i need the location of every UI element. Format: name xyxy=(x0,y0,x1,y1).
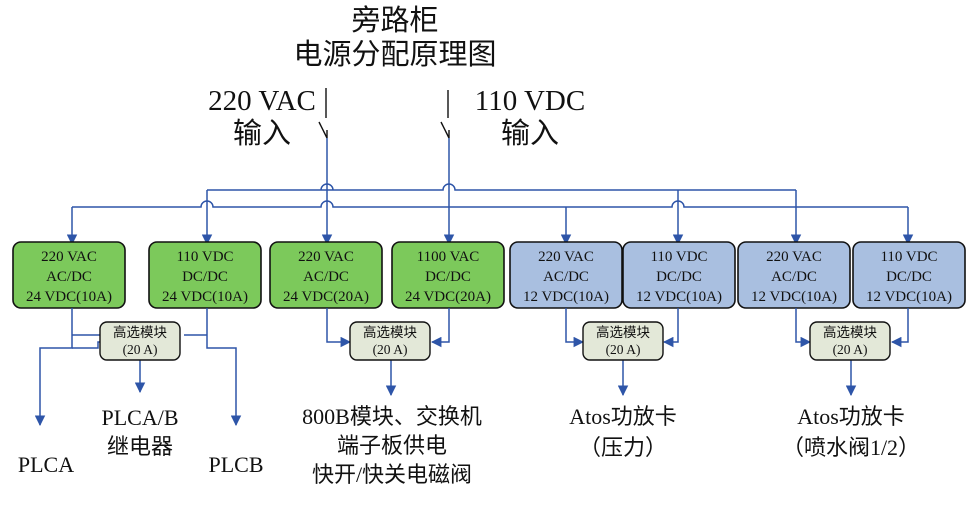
output-plcab-line2: 继电器 xyxy=(107,434,173,459)
converter-module-2: 110 VDC DC/DC 24 VDC(10A) xyxy=(148,241,262,309)
output-group4-line1: Atos功放卡 xyxy=(797,404,905,429)
converter-module-box xyxy=(852,241,966,309)
converter-module-text: DC/DC xyxy=(425,269,471,285)
output-plcab-line1: PLCA/B xyxy=(101,405,178,430)
high-select-box xyxy=(349,321,431,361)
high-select-text: 高选模块 xyxy=(113,324,167,340)
high-select-module-4: 高选模块 (20 A) xyxy=(809,321,891,361)
converter-module-text: 110 VDC xyxy=(176,249,233,265)
high-select-text: 高选模块 xyxy=(596,324,650,340)
output-group2-line3: 快开/快关电磁阀 xyxy=(312,462,472,487)
converter-module-text: 220 VAC xyxy=(538,249,594,265)
output-group2-line1: 800B模块、交换机 xyxy=(302,404,482,429)
output-wires xyxy=(34,308,909,427)
high-select-text: 高选模块 xyxy=(363,324,417,340)
output-group3-line1: Atos功放卡 xyxy=(569,404,677,429)
output-plcb: PLCB xyxy=(208,452,263,477)
converter-module-text: 1100 VAC xyxy=(417,249,480,265)
title-line-1: 旁路柜 xyxy=(351,4,438,37)
high-select-module-3: 高选模块 (20 A) xyxy=(582,321,664,361)
input-110vdc-voltage: 110 VDC xyxy=(475,85,585,117)
input-220vac-label: 输入 xyxy=(233,117,291,150)
title-line-2: 电源分配原理图 xyxy=(293,38,496,71)
converter-module-text: 24 VDC(20A) xyxy=(405,289,491,305)
converter-module-text: AC/DC xyxy=(771,269,817,285)
converter-module-box xyxy=(148,241,262,309)
converter-module-text: DC/DC xyxy=(182,269,228,285)
converter-module-text: AC/DC xyxy=(543,269,589,285)
converter-module-text: 24 VDC(10A) xyxy=(26,289,112,305)
input-220vac-voltage: 220 VAC xyxy=(208,85,316,117)
converter-module-text: 12 VDC(10A) xyxy=(523,289,609,305)
converter-module-8: 110 VDC DC/DC 12 VDC(10A) xyxy=(852,241,966,309)
converter-module-text: 24 VDC(20A) xyxy=(283,289,369,305)
high-select-box xyxy=(582,321,664,361)
converter-module-3: 220 VAC AC/DC 24 VDC(20A) xyxy=(269,241,383,309)
converter-module-text: 12 VDC(10A) xyxy=(751,289,837,305)
switch-110vdc xyxy=(440,90,450,139)
converter-module-text: 220 VAC xyxy=(298,249,354,265)
converter-module-text: DC/DC xyxy=(656,269,702,285)
high-select-text: 高选模块 xyxy=(823,324,877,340)
converter-module-text: AC/DC xyxy=(303,269,349,285)
converter-module-box xyxy=(269,241,383,309)
converter-module-box xyxy=(737,241,851,309)
output-plca: PLCA xyxy=(18,452,74,477)
high-select-box xyxy=(809,321,891,361)
high-select-module-2: 高选模块 (20 A) xyxy=(349,321,431,361)
high-select-text: (20 A) xyxy=(606,342,641,357)
converter-module-4: 1100 VAC DC/DC 24 VDC(20A) xyxy=(391,241,505,309)
high-select-text: (20 A) xyxy=(373,342,408,357)
converter-module-6: 110 VDC DC/DC 12 VDC(10A) xyxy=(622,241,736,309)
converter-module-text: 110 VDC xyxy=(880,249,937,265)
converter-module-7: 220 VAC AC/DC 12 VDC(10A) xyxy=(737,241,851,309)
input-110vdc-label: 输入 xyxy=(501,117,559,150)
converter-module-text: 12 VDC(10A) xyxy=(866,289,952,305)
converter-module-text: 12 VDC(10A) xyxy=(636,289,722,305)
output-group2-line2: 端子板供电 xyxy=(337,433,447,458)
converter-module-5: 220 VAC AC/DC 12 VDC(10A) xyxy=(509,241,623,309)
converter-module-text: AC/DC xyxy=(46,269,92,285)
converter-module-box xyxy=(622,241,736,309)
converter-module-text: 110 VDC xyxy=(650,249,707,265)
output-group3-line2: （压力） xyxy=(579,435,667,460)
bus-wires xyxy=(66,138,914,246)
converter-modules: 220 VAC AC/DC 24 VDC(10A) 110 VDC DC/DC 24 VD… xyxy=(12,241,966,309)
converter-module-text: 220 VAC xyxy=(41,249,97,265)
converter-module-text: 220 VAC xyxy=(766,249,822,265)
high-select-text: (20 A) xyxy=(123,342,158,357)
converter-module-box xyxy=(12,241,126,309)
converter-module-text: DC/DC xyxy=(886,269,932,285)
output-group4-line2: （喷水阀1/2） xyxy=(782,435,920,460)
high-select-box xyxy=(99,321,181,361)
high-select-module-1: 高选模块 (20 A) xyxy=(99,321,181,361)
converter-module-box xyxy=(391,241,505,309)
converter-module-text: 24 VDC(10A) xyxy=(162,289,248,305)
converter-module-1: 220 VAC AC/DC 24 VDC(10A) xyxy=(12,241,126,309)
high-select-modules: 高选模块 (20 A) 高选模块 (20 A) 高选模块 (20 A) 高选模块 (20 A) xyxy=(99,321,891,361)
high-select-text: (20 A) xyxy=(833,342,868,357)
switch-220vac xyxy=(318,88,328,139)
